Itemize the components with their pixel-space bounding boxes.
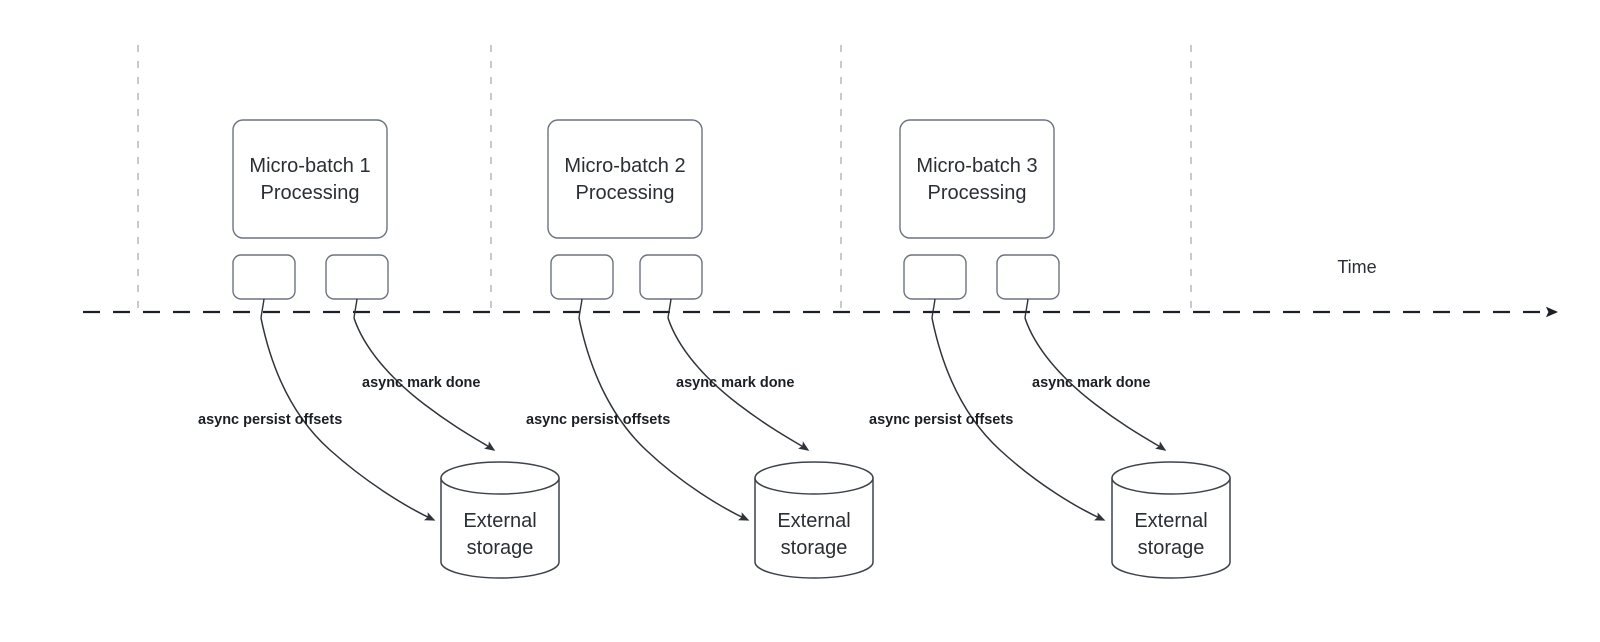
async-mark-done-label-2: async mark done: [676, 375, 794, 391]
micro-batch-2-tick-a[interactable]: [550, 254, 614, 300]
micro-batch-group-1: Micro-batch 1 Processing async persist o…: [198, 119, 560, 579]
micro-batch-group-2: Micro-batch 2 Processing async persist o…: [526, 119, 874, 579]
external-storage-3[interactable]: External storage: [1111, 461, 1231, 579]
micro-batch-1-box[interactable]: [232, 119, 388, 239]
micro-batch-3-label-line1: Micro-batch 3: [916, 155, 1037, 177]
micro-batch-2-label-line1: Micro-batch 2: [564, 155, 685, 177]
micro-batch-2-tick-b-stem: [667, 298, 672, 319]
async-mark-done-label-3: async mark done: [1032, 375, 1150, 391]
micro-batch-3-tick-a[interactable]: [903, 254, 967, 300]
micro-batch-3-label-line2: Processing: [928, 182, 1027, 204]
micro-batch-3-tick-a-stem: [931, 298, 936, 319]
micro-batch-2-box[interactable]: [547, 119, 703, 239]
external-storage-2[interactable]: External storage: [754, 461, 874, 579]
micro-batch-3-tick-b-stem: [1024, 298, 1029, 319]
async-mark-done-arrow-2: [667, 317, 810, 451]
async-persist-offsets-label-3: async persist offsets: [869, 412, 1013, 428]
async-mark-done-arrow-3: [1024, 317, 1167, 451]
micro-batch-2-label-line2: Processing: [576, 182, 675, 204]
external-storage-1[interactable]: External storage: [440, 461, 560, 579]
external-storage-1-label-line1: External: [463, 510, 536, 532]
micro-batch-1-label-line1: Micro-batch 1: [249, 155, 370, 177]
external-storage-3-top: [1111, 461, 1231, 495]
micro-batch-1-tick-b-stem: [353, 298, 358, 319]
timeline-guides: [137, 45, 1192, 312]
async-persist-offsets-arrow-3: [931, 317, 1106, 521]
time-axis-label: Time: [1337, 257, 1376, 277]
external-storage-2-label-line1: External: [777, 510, 850, 532]
micro-batch-2-tick-b[interactable]: [639, 254, 703, 300]
micro-batch-group-3: Micro-batch 3 Processing async persist o…: [869, 119, 1231, 579]
async-mark-done-label-1: async mark done: [362, 375, 480, 391]
micro-batch-2-tick-a-stem: [578, 298, 583, 319]
external-storage-3-body: [1111, 478, 1231, 579]
async-persist-offsets-label-2: async persist offsets: [526, 412, 670, 428]
async-persist-offsets-arrow-1: [260, 317, 436, 521]
micro-batch-1-tick-a-stem: [260, 298, 265, 319]
micro-batch-1-tick-a[interactable]: [232, 254, 296, 300]
external-storage-3-label-line2: storage: [1138, 537, 1205, 559]
external-storage-1-label-line2: storage: [467, 537, 534, 559]
async-persist-offsets-arrow-2: [578, 317, 750, 521]
micro-batch-3-tick-b[interactable]: [996, 254, 1060, 300]
external-storage-2-top: [754, 461, 874, 495]
async-mark-done-arrow-1: [353, 317, 496, 451]
micro-batch-3-box[interactable]: [899, 119, 1055, 239]
external-storage-3-label-line1: External: [1134, 510, 1207, 532]
external-storage-2-label-line2: storage: [781, 537, 848, 559]
external-storage-1-body: [440, 478, 560, 579]
micro-batch-1-tick-b[interactable]: [325, 254, 389, 300]
async-persist-offsets-label-1: async persist offsets: [198, 412, 342, 428]
micro-batch-1-label-line2: Processing: [261, 182, 360, 204]
external-storage-1-top: [440, 461, 560, 495]
external-storage-2-body: [754, 478, 874, 579]
